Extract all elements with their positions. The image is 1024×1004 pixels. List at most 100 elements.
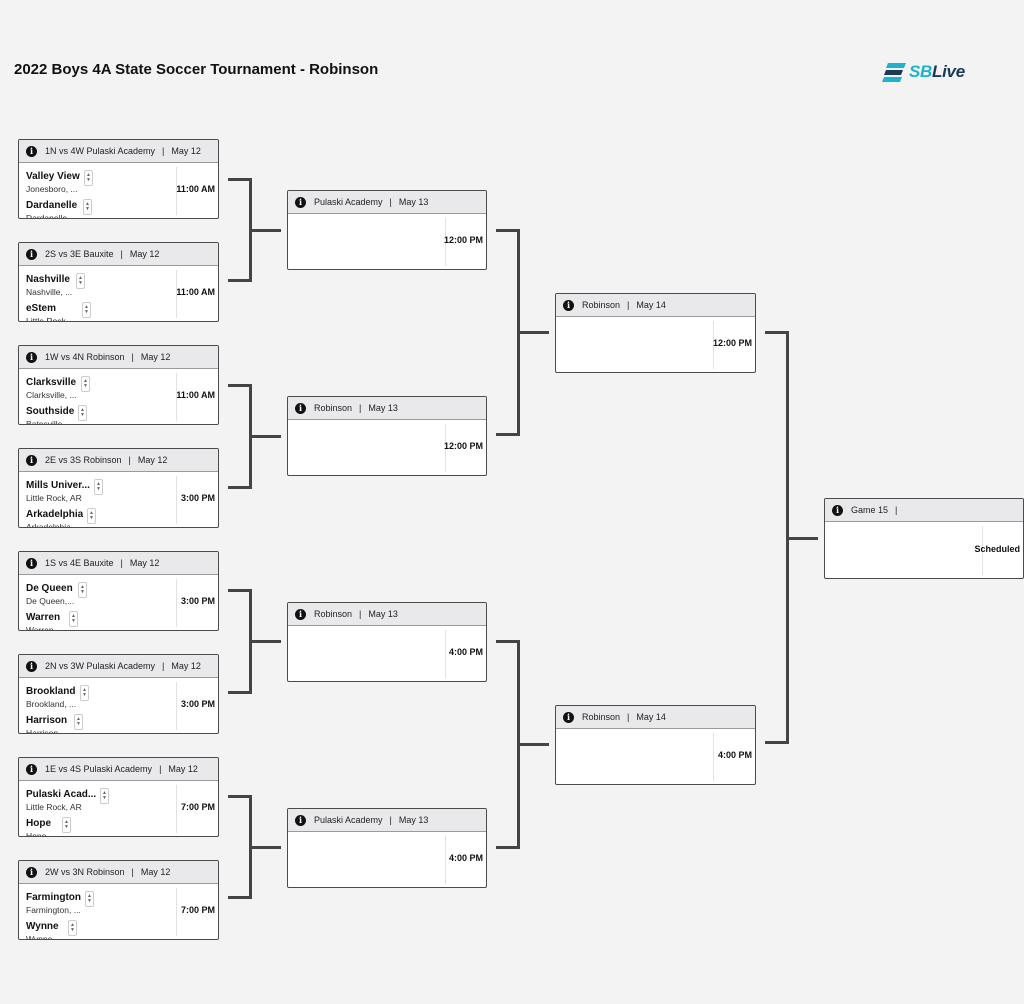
match-body: 4:00 PM bbox=[556, 729, 755, 784]
info-icon[interactable]: i bbox=[295, 196, 306, 208]
info-icon[interactable]: i bbox=[295, 814, 306, 826]
sort-arrows-icon[interactable]: ▲▼ bbox=[94, 479, 103, 495]
sort-arrows-icon[interactable]: ▲▼ bbox=[74, 714, 83, 730]
card-divider bbox=[445, 218, 446, 266]
info-icon[interactable]: i bbox=[563, 299, 574, 311]
team-name[interactable]: Mills Univer... bbox=[26, 480, 90, 491]
team-name[interactable]: Warren bbox=[26, 612, 61, 623]
sort-arrows-icon[interactable]: ▲▼ bbox=[85, 891, 94, 907]
team-name[interactable]: De Queen bbox=[26, 583, 73, 594]
team-name[interactable]: Farmington bbox=[26, 892, 81, 903]
info-icon[interactable]: i bbox=[26, 454, 37, 466]
match-label: Pulaski Academy bbox=[314, 815, 383, 825]
sort-arrows-icon[interactable]: ▲▼ bbox=[84, 170, 93, 186]
sort-arrows-icon[interactable]: ▲▼ bbox=[82, 302, 91, 318]
sblive-logo[interactable]: SBLive bbox=[882, 60, 965, 84]
match-body: 12:00 PM bbox=[556, 317, 755, 372]
team-name[interactable]: Dardanelle bbox=[26, 200, 78, 211]
team-name[interactable]: Southside bbox=[26, 406, 75, 417]
bracket-connector bbox=[496, 846, 518, 849]
team-name[interactable]: Wynne bbox=[26, 921, 59, 932]
sort-arrows-icon[interactable]: ▲▼ bbox=[68, 920, 77, 936]
info-icon[interactable]: i bbox=[563, 711, 574, 723]
sort-arrows-icon[interactable]: ▲▼ bbox=[100, 788, 109, 804]
info-icon[interactable]: i bbox=[26, 248, 37, 260]
info-icon[interactable]: i bbox=[26, 763, 37, 775]
match-body: 12:00 PM bbox=[288, 214, 486, 269]
sort-arrows-icon[interactable]: ▲▼ bbox=[83, 199, 92, 215]
info-icon[interactable]: i bbox=[295, 608, 306, 620]
info-icon[interactable]: i bbox=[26, 660, 37, 672]
bracket-connector bbox=[228, 178, 250, 181]
sort-arrows-icon[interactable]: ▲▼ bbox=[78, 405, 87, 421]
info-icon[interactable]: i bbox=[832, 504, 843, 516]
team-location: Arkadelphia, ... bbox=[26, 522, 83, 528]
team-name[interactable]: eStem bbox=[26, 303, 57, 314]
info-icon[interactable]: i bbox=[26, 557, 37, 569]
sort-arrows-icon[interactable]: ▲▼ bbox=[69, 611, 78, 627]
info-icon[interactable]: i bbox=[295, 402, 306, 414]
card-divider bbox=[176, 167, 177, 215]
bracket-connector bbox=[228, 486, 250, 489]
match-time: 11:00 AM bbox=[176, 184, 215, 194]
team-entry[interactable]: Pulaski Acad...Little Rock, AR▲▼ bbox=[26, 784, 109, 812]
match-body: 4:00 PM bbox=[288, 626, 486, 681]
bracket-connector bbox=[228, 589, 250, 592]
sort-arrows-icon[interactable]: ▲▼ bbox=[62, 817, 71, 833]
sort-arrows-icon[interactable]: ▲▼ bbox=[78, 582, 87, 598]
sort-arrows-icon[interactable]: ▲▼ bbox=[76, 273, 85, 289]
match-body: Scheduled bbox=[825, 522, 1023, 578]
team-name[interactable]: Brookland bbox=[26, 686, 76, 697]
team-location: Little Rock, ... bbox=[26, 316, 78, 322]
team-entry[interactable]: Mills Univer...Little Rock, AR▲▼ bbox=[26, 475, 103, 503]
info-icon[interactable]: i bbox=[26, 145, 37, 157]
team-name[interactable]: Arkadelphia bbox=[26, 509, 84, 520]
team-name[interactable]: Nashville bbox=[26, 274, 70, 285]
team-name[interactable]: Hope bbox=[26, 818, 51, 829]
team-name[interactable]: Harrison bbox=[26, 715, 68, 726]
team-name[interactable]: Clarksville bbox=[26, 377, 77, 388]
info-icon[interactable]: i bbox=[26, 351, 37, 363]
card-divider bbox=[176, 373, 177, 421]
team-name[interactable]: Valley View bbox=[26, 171, 80, 182]
header-separator: | bbox=[627, 712, 630, 722]
info-icon[interactable]: i bbox=[26, 866, 37, 878]
sort-arrows-icon[interactable]: ▲▼ bbox=[81, 376, 90, 392]
sort-arrows-icon[interactable]: ▲▼ bbox=[87, 508, 96, 524]
header-separator: | bbox=[389, 815, 392, 825]
team-name[interactable]: Pulaski Acad... bbox=[26, 789, 97, 800]
sort-arrows-icon[interactable]: ▲▼ bbox=[80, 685, 89, 701]
header-separator: | bbox=[162, 146, 165, 156]
